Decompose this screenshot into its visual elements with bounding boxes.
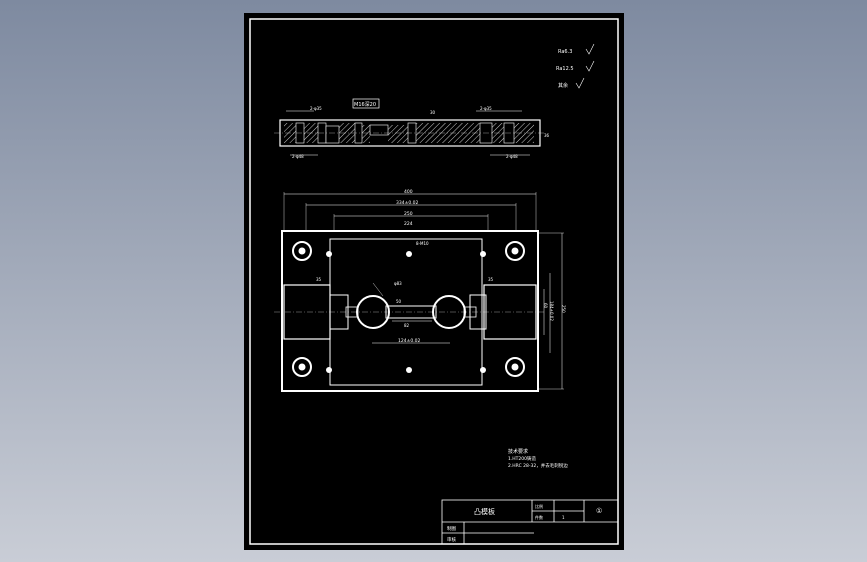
roughness-2: Ra12.5 bbox=[556, 66, 574, 72]
dim-bot-left: 2-φ48 bbox=[292, 154, 304, 159]
dim-35a: 35 bbox=[316, 277, 322, 282]
dim-83: φ83 bbox=[394, 281, 402, 286]
dim-400: 400 bbox=[404, 189, 413, 195]
dim-top-left: 2-φ35 bbox=[310, 106, 322, 111]
draw-label: 制图 bbox=[447, 525, 456, 532]
dim-82: 82 bbox=[404, 323, 410, 328]
check-label: 审核 bbox=[447, 536, 456, 543]
qty-value: 1 bbox=[562, 515, 565, 520]
qty-label: 件数 bbox=[535, 514, 543, 520]
scale-label: 比例 bbox=[535, 503, 543, 509]
dim-224: 224 bbox=[404, 221, 413, 227]
plan-view: 400 334±0.02 250 224 8-M10 35 bbox=[274, 189, 566, 392]
drawing-frame bbox=[249, 18, 619, 545]
dim-8m10: 8-M10 bbox=[416, 241, 429, 246]
dim-35b: 35 bbox=[488, 277, 494, 282]
title-block bbox=[441, 499, 619, 545]
notes-line1: 1.HT200铸造 bbox=[508, 455, 537, 462]
notes-title: 技术要求 bbox=[508, 448, 528, 455]
dim-top-right: 2-φ35 bbox=[480, 106, 492, 111]
drawing-sheet: Ra6.3 Ra12.5 其余 M16深20 2-φ35 30 2-φ35 bbox=[244, 13, 624, 550]
sheet-no: ① bbox=[596, 507, 602, 515]
roughness-3: 其余 bbox=[558, 82, 568, 89]
roughness-legend: Ra6.3 Ra12.5 其余 bbox=[556, 43, 595, 89]
dim-250v: 250 bbox=[561, 305, 566, 313]
dim-250: 250 bbox=[404, 211, 413, 217]
cad-drawing: Ra6.3 Ra12.5 其余 M16深20 2-φ35 30 2-φ35 bbox=[249, 18, 619, 545]
dim-124: 124±0.02 bbox=[398, 338, 421, 344]
section-view: M16深20 2-φ35 30 2-φ35 2-φ48 bbox=[274, 98, 550, 159]
dim-50: 50 bbox=[396, 299, 402, 304]
dim-side: 36 bbox=[544, 133, 550, 138]
part-name: 凸模板 bbox=[474, 507, 495, 516]
tag-label: M16深20 bbox=[354, 101, 376, 108]
technical-notes: 技术要求 1.HT200铸造 2.HRC 28-32，并去毛刺锐边 bbox=[508, 448, 568, 469]
dim-60v: 60 bbox=[543, 303, 548, 309]
dim-184: 184±0.02 bbox=[549, 301, 554, 321]
dim-334: 334±0.02 bbox=[396, 200, 419, 206]
roughness-1: Ra6.3 bbox=[558, 49, 572, 55]
notes-line2: 2.HRC 28-32，并去毛刺锐边 bbox=[508, 462, 568, 469]
dim-top-mid: 30 bbox=[430, 110, 436, 115]
dim-bot-right: 2-φ48 bbox=[506, 154, 518, 159]
